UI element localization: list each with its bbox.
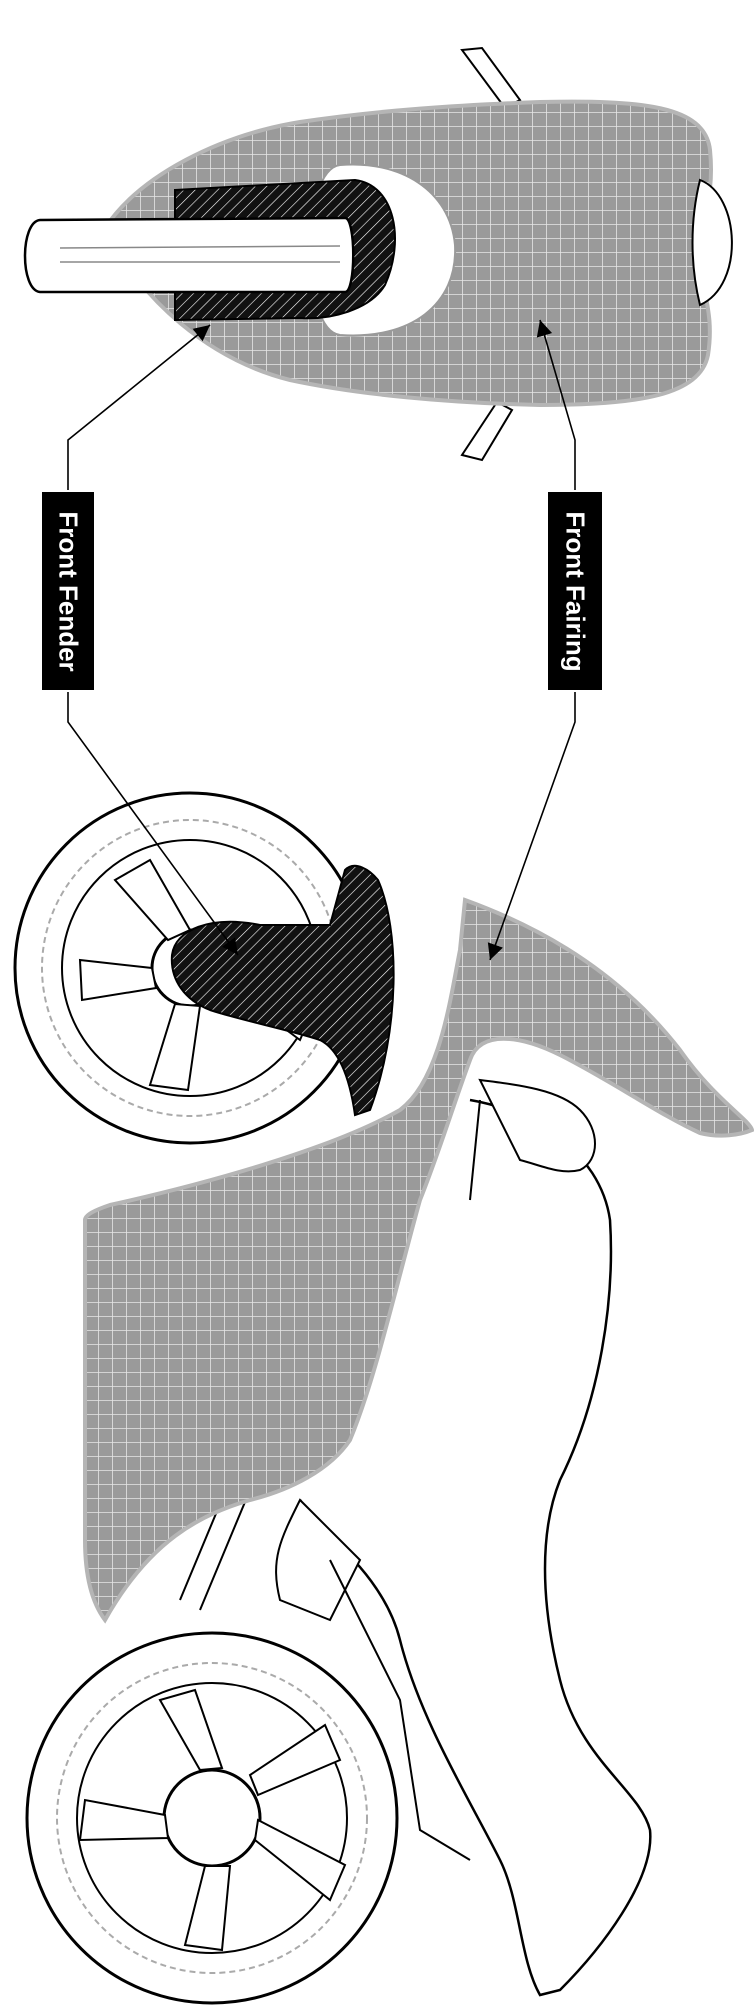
headlight	[693, 180, 732, 305]
fender-leader-top	[68, 325, 210, 490]
clip-on-detail	[480, 1080, 595, 1171]
right-lever	[462, 402, 512, 460]
front-fender-label: Front Fender	[53, 511, 84, 671]
front-fairing-label-box: Front Fairing	[548, 492, 602, 690]
side-view	[15, 793, 752, 2003]
left-lever	[462, 48, 520, 108]
front-tire-top	[25, 218, 353, 292]
front-fairing-label: Front Fairing	[560, 511, 591, 671]
front-view	[25, 48, 732, 460]
engine-detail	[276, 1500, 360, 1620]
rear-wheel	[27, 1633, 397, 2003]
front-fender-label-box: Front Fender	[42, 492, 94, 690]
